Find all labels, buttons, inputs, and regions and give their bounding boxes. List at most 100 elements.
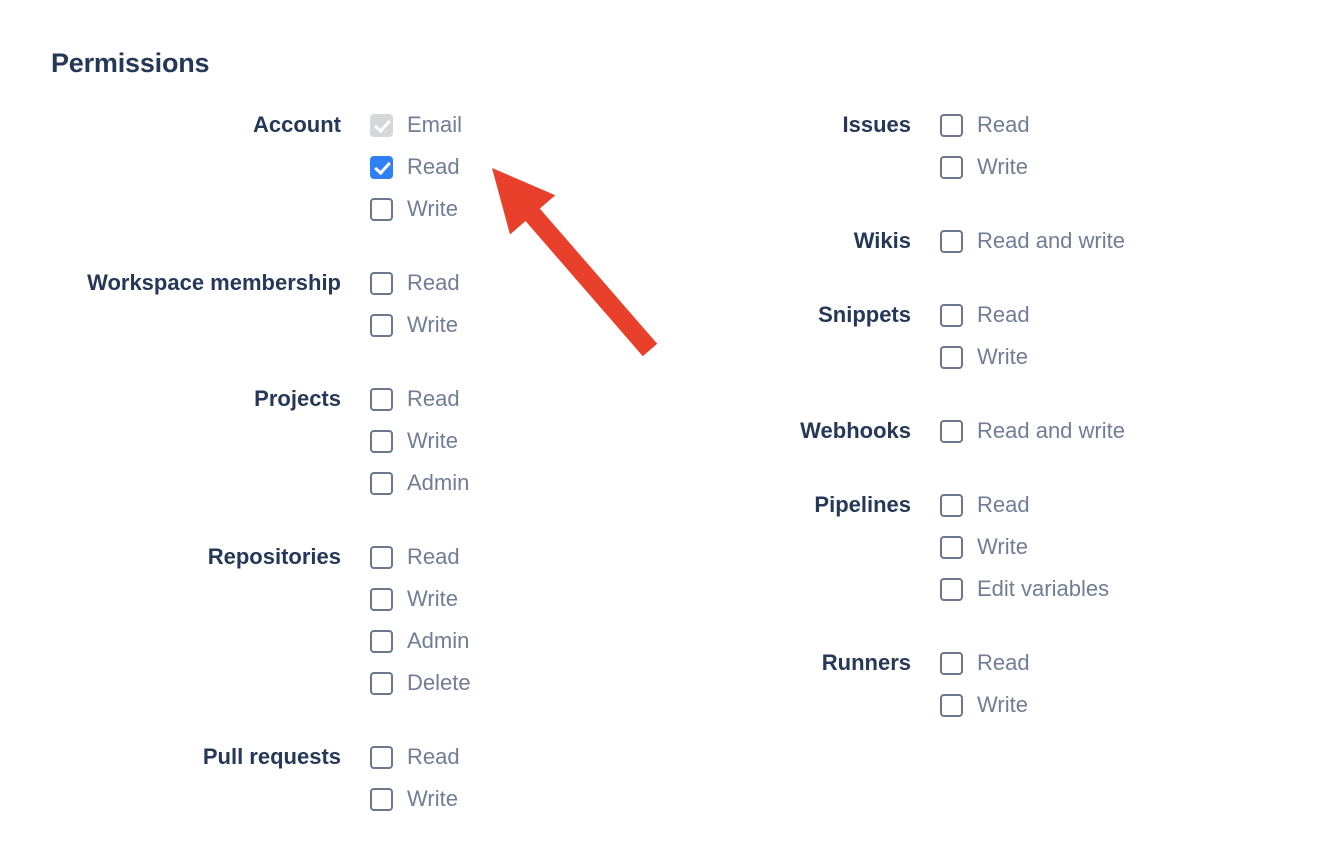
options-list-webhooks: Read and write xyxy=(940,410,1125,452)
option-label-wikis-read-and-write: Read and write xyxy=(977,228,1125,253)
option-label-workspace-membership-write: Write xyxy=(407,312,458,337)
option-row-repositories-read[interactable]: Read xyxy=(370,536,471,578)
option-label-account-write: Write xyxy=(407,196,458,221)
checkbox-projects-write[interactable] xyxy=(370,429,393,453)
option-label-repositories-delete: Delete xyxy=(407,670,471,695)
option-label-repositories-read: Read xyxy=(407,544,460,569)
checkbox-workspace-membership-read[interactable] xyxy=(370,271,393,295)
checkbox-wikis-read-and-write[interactable] xyxy=(940,229,963,253)
checkbox-account-email xyxy=(370,113,393,137)
option-row-projects-admin[interactable]: Admin xyxy=(370,462,469,504)
option-row-account-read[interactable]: Read xyxy=(370,146,462,188)
option-label-snippets-write: Write xyxy=(977,344,1028,369)
option-label-pipelines-write: Write xyxy=(977,534,1028,559)
option-row-repositories-write[interactable]: Write xyxy=(370,578,471,620)
group-label-wikis: Wikis xyxy=(853,228,911,253)
option-row-pipelines-read[interactable]: Read xyxy=(940,484,1109,526)
checkbox-projects-admin[interactable] xyxy=(370,471,393,495)
checkbox-account-read[interactable] xyxy=(370,155,393,179)
option-row-account-email[interactable]: Email xyxy=(370,104,462,146)
checkbox-repositories-admin[interactable] xyxy=(370,629,393,653)
option-row-pipelines-write[interactable]: Write xyxy=(940,526,1109,568)
option-label-workspace-membership-read: Read xyxy=(407,270,460,295)
option-row-wikis-read-and-write[interactable]: Read and write xyxy=(940,220,1125,262)
option-label-projects-write: Write xyxy=(407,428,458,453)
option-label-issues-write: Write xyxy=(977,154,1028,179)
checkbox-pipelines-write[interactable] xyxy=(940,535,963,559)
checkbox-runners-read[interactable] xyxy=(940,651,963,675)
option-label-pipelines-edit-variables: Edit variables xyxy=(977,576,1110,601)
checkbox-pull-requests-write[interactable] xyxy=(370,787,393,811)
option-label-repositories-admin: Admin xyxy=(407,628,470,653)
option-label-pipelines-read: Read xyxy=(977,492,1030,517)
checkbox-snippets-write[interactable] xyxy=(940,345,963,369)
page-title: Permissions xyxy=(51,48,210,78)
option-label-runners-write: Write xyxy=(977,692,1028,717)
option-row-account-write[interactable]: Write xyxy=(370,188,462,230)
checkbox-workspace-membership-write[interactable] xyxy=(370,313,393,337)
option-label-issues-read: Read xyxy=(977,112,1030,137)
checkbox-pipelines-read[interactable] xyxy=(940,493,963,517)
option-row-webhooks-read-and-write[interactable]: Read and write xyxy=(940,410,1125,452)
option-row-pull-requests-write[interactable]: Write xyxy=(370,778,460,820)
option-row-workspace-membership-write[interactable]: Write xyxy=(370,304,460,346)
option-row-pipelines-edit-variables[interactable]: Edit variables xyxy=(940,568,1109,610)
checkbox-repositories-write[interactable] xyxy=(370,587,393,611)
option-row-runners-read[interactable]: Read xyxy=(940,642,1030,684)
group-label-webhooks: Webhooks xyxy=(800,418,911,443)
checkbox-projects-read[interactable] xyxy=(370,387,393,411)
checkbox-repositories-delete[interactable] xyxy=(370,671,393,695)
group-label-repositories: Repositories xyxy=(207,544,341,569)
option-row-pull-requests-read[interactable]: Read xyxy=(370,736,460,778)
option-label-projects-read: Read xyxy=(407,386,460,411)
group-label-pipelines: Pipelines xyxy=(814,492,911,517)
group-label-pull-requests: Pull requests xyxy=(202,744,341,769)
option-row-repositories-delete[interactable]: Delete xyxy=(370,662,471,704)
option-label-account-read: Read xyxy=(407,154,460,179)
option-row-workspace-membership-read[interactable]: Read xyxy=(370,262,460,304)
option-row-snippets-read[interactable]: Read xyxy=(940,294,1030,336)
checkbox-runners-write[interactable] xyxy=(940,693,963,717)
options-list-wikis: Read and write xyxy=(940,220,1125,262)
permission-group-wikis: Wikis Read and write xyxy=(660,220,1320,262)
option-row-repositories-admin[interactable]: Admin xyxy=(370,620,471,662)
checkbox-account-write[interactable] xyxy=(370,197,393,221)
option-row-runners-write[interactable]: Write xyxy=(940,684,1030,726)
option-row-issues-write[interactable]: Write xyxy=(940,146,1030,188)
checkbox-webhooks-read-and-write[interactable] xyxy=(940,419,963,443)
checkbox-pipelines-edit-variables[interactable] xyxy=(940,577,963,601)
option-row-snippets-write[interactable]: Write xyxy=(940,336,1030,378)
option-label-webhooks-read-and-write: Read and write xyxy=(977,418,1125,443)
permission-group-webhooks: Webhooks Read and write xyxy=(660,410,1320,452)
checkbox-issues-write[interactable] xyxy=(940,155,963,179)
option-label-pull-requests-read: Read xyxy=(407,744,460,769)
checkbox-snippets-read[interactable] xyxy=(940,303,963,327)
option-label-snippets-read: Read xyxy=(977,302,1030,327)
option-row-projects-write[interactable]: Write xyxy=(370,420,469,462)
checkbox-issues-read[interactable] xyxy=(940,113,963,137)
group-label-snippets: Snippets xyxy=(818,302,911,327)
checkbox-repositories-read[interactable] xyxy=(370,545,393,569)
option-label-projects-admin: Admin xyxy=(407,470,470,495)
option-label-repositories-write: Write xyxy=(407,586,458,611)
option-row-issues-read[interactable]: Read xyxy=(940,104,1030,146)
option-row-projects-read[interactable]: Read xyxy=(370,378,469,420)
checkbox-pull-requests-read[interactable] xyxy=(370,745,393,769)
group-label-account: Account xyxy=(253,112,341,137)
